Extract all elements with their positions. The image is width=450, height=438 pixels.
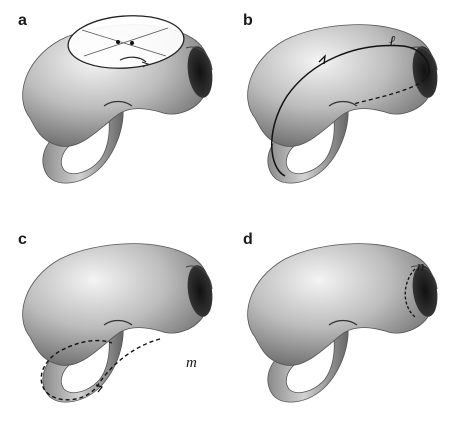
panel-label-c-text: c (18, 231, 27, 249)
panel-label-b: b (243, 12, 253, 30)
panel-a: a (0, 0, 225, 219)
klein-bottle-a (0, 0, 225, 219)
panel-d: d n (225, 219, 450, 438)
klein-bottle-b (225, 0, 450, 219)
klein-bottle-c (0, 219, 225, 438)
panel-label-a: a (18, 12, 27, 30)
curve-label-l: ℓ (389, 34, 395, 51)
curve-label-n: n (417, 259, 425, 276)
panel-c: a c m (0, 219, 225, 438)
curve-label-m: m (186, 355, 197, 372)
klein-bottle-d (225, 219, 450, 438)
panel-label-d: d (243, 231, 253, 249)
panel-b: b ℓ (225, 0, 450, 219)
